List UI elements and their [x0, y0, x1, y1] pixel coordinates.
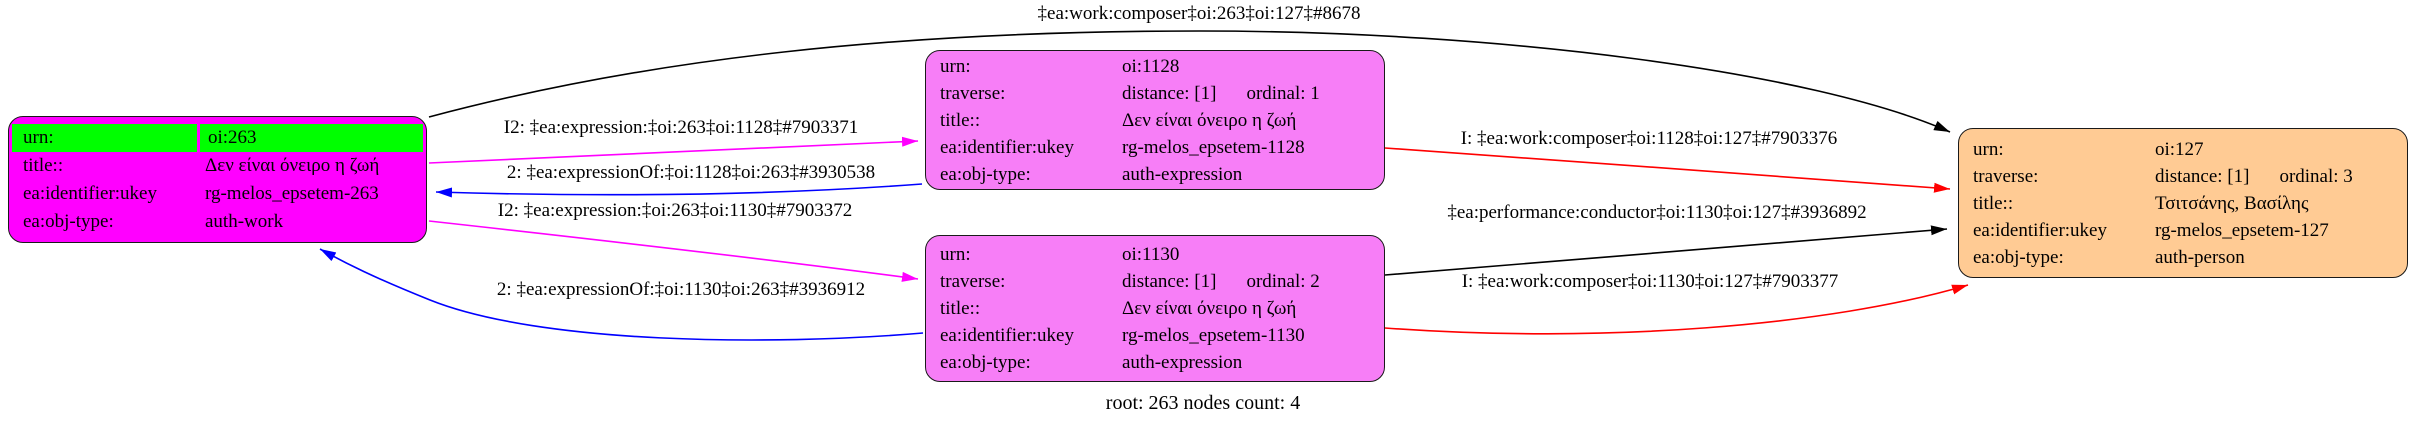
node-auth-work-263: urn: oi:263 title:: Δεν είναι όνειρο η ζ…: [8, 116, 427, 243]
row-value: oi:1128: [1122, 55, 1180, 77]
traverse-ordinal: ordinal: 1: [1246, 82, 1320, 104]
node-row-objtype: ea:obj-type: auth-person: [1959, 244, 2407, 271]
row-value: Δεν είναι όνειρο η ζωή: [1122, 298, 1297, 319]
edge-expression-263-1128: [428, 136, 919, 164]
row-label: title::: [940, 298, 981, 319]
node-auth-expression-1130: urn: oi:1130 traverse: distance: [1] ordi…: [925, 235, 1385, 382]
row-label: ea:identifier:ukey: [1973, 219, 2107, 241]
node-row-title: title:: Δεν είναι όνειρο η ζωή: [9, 152, 426, 180]
traverse-ordinal: ordinal: 2: [1246, 271, 1320, 292]
edge-composer-1128-127: [1384, 147, 1951, 193]
traverse-distance: distance: [1]: [1122, 271, 1217, 292]
row-value: rg-melos_epsetem-1130: [1122, 325, 1305, 346]
edge-label-expression-263-1128: I2: ‡ea:expression:‡oi:263‡oi:1128‡#7903…: [503, 117, 859, 138]
row-value: Τσιτσάνης, Βασίλης: [2155, 192, 2309, 214]
row-label: traverse:: [940, 271, 1006, 292]
row-label: urn:: [12, 123, 197, 152]
row-value: oi:127: [2155, 138, 2204, 160]
row-value: rg-melos_epsetem-263: [205, 182, 379, 204]
row-value: auth-work: [205, 210, 284, 232]
node-row-identifier: ea:identifier:ukey rg-melos_epsetem-1130: [926, 322, 1384, 349]
row-label: urn:: [940, 55, 971, 77]
edge-label-conductor-1130-127: ‡ea:performance:conductor‡oi:1130‡oi:127…: [1447, 202, 1867, 223]
row-label: ea:identifier:ukey: [23, 182, 157, 204]
edge-composer-1130-127: [1384, 284, 1969, 335]
edge-conductor-1130-127: [1384, 225, 1948, 276]
row-label: title::: [23, 154, 64, 176]
edge-label-expression-263-1130: I2: ‡ea:expression:‡oi:263‡oi:1130‡#7903…: [497, 200, 853, 221]
row-value: auth-expression: [1122, 352, 1243, 373]
node-row-identifier: ea:identifier:ukey rg-melos_epsetem-263: [9, 180, 426, 208]
row-label: title::: [1973, 192, 2014, 214]
edge-composer-263-127: [428, 30, 1951, 133]
row-label: title::: [940, 109, 981, 131]
edge-label-composer-1130-127: I: ‡ea:work:composer‡oi:1130‡oi:127‡#790…: [1461, 271, 1839, 292]
edge-expressionOf-1128-263: [435, 183, 923, 198]
edge-label-composer-1128-127: I: ‡ea:work:composer‡oi:1128‡oi:127‡#790…: [1460, 128, 1838, 149]
edge-expressionOf-1130-263: [319, 248, 924, 341]
edge-label-composer-263-127: ‡ea:work:composer‡oi:263‡oi:127‡#8678: [1037, 3, 1361, 24]
node-row-traverse: traverse: distance: [1] ordinal: 1: [926, 80, 1384, 107]
node-row-identifier: ea:identifier:ukey rg-melos_epsetem-1128: [926, 134, 1384, 161]
node-row-title: title:: Τσιτσάνης, Βασίλης: [1959, 190, 2407, 217]
row-label: ea:obj-type:: [940, 163, 1031, 185]
row-label: urn:: [940, 244, 971, 265]
row-value: distance: [1] ordinal: 1: [1114, 80, 1381, 107]
node-row-objtype: ea:obj-type: auth-expression: [926, 161, 1384, 188]
node-row-title: title:: Δεν είναι όνειρο η ζωή: [926, 107, 1384, 134]
node-row-traverse: traverse: distance: [1] ordinal: 3: [1959, 163, 2407, 190]
row-value: distance: [1] ordinal: 3: [2147, 163, 2404, 190]
row-label: urn:: [1973, 138, 2004, 160]
traverse-distance: distance: [1]: [2155, 165, 2250, 187]
row-value: rg-melos_epsetem-127: [2155, 219, 2329, 241]
edge-expression-263-1130: [428, 220, 919, 282]
row-value: auth-expression: [1122, 163, 1243, 185]
row-value: oi:263: [200, 123, 423, 152]
node-row-urn: urn: oi:263: [9, 123, 426, 152]
row-label: ea:obj-type:: [1973, 246, 2064, 268]
node-row-objtype: ea:obj-type: auth-expression: [926, 349, 1384, 376]
row-value: oi:1130: [1122, 244, 1180, 265]
edge-label-expressionOf-1130-263: 2: ‡ea:expressionOf:‡oi:1130‡oi:263‡#393…: [496, 279, 866, 300]
node-row-urn: urn: oi:1130: [926, 241, 1384, 268]
node-row-urn: urn: oi:127: [1959, 136, 2407, 163]
row-label: ea:identifier:ukey: [940, 136, 1074, 158]
row-value: Δεν είναι όνειρο η ζωή: [1122, 109, 1297, 131]
row-value: distance: [1] ordinal: 2: [1114, 268, 1381, 295]
traverse-distance: distance: [1]: [1122, 82, 1217, 104]
node-auth-person-127: urn: oi:127 traverse: distance: [1] ordin…: [1958, 128, 2408, 278]
row-value: auth-person: [2155, 246, 2245, 268]
row-label: ea:obj-type:: [23, 210, 114, 232]
node-auth-expression-1128: urn: oi:1128 traverse: distance: [1] ordi…: [925, 50, 1385, 190]
node-row-urn: urn: oi:1128: [926, 53, 1384, 80]
node-row-title: title:: Δεν είναι όνειρο η ζωή: [926, 295, 1384, 322]
row-value: Δεν είναι όνειρο η ζωή: [205, 154, 380, 176]
row-value: rg-melos_epsetem-1128: [1122, 136, 1305, 158]
node-row-objtype: ea:obj-type: auth-work: [9, 208, 426, 236]
traverse-ordinal: ordinal: 3: [2279, 165, 2353, 187]
row-label: traverse:: [1973, 165, 2039, 187]
row-label: ea:identifier:ukey: [940, 325, 1074, 346]
row-label: ea:obj-type:: [940, 352, 1031, 373]
node-row-traverse: traverse: distance: [1] ordinal: 2: [926, 268, 1384, 295]
node-row-identifier: ea:identifier:ukey rg-melos_epsetem-127: [1959, 217, 2407, 244]
edge-label-expressionOf-1128-263: 2: ‡ea:expressionOf:‡oi:1128‡oi:263‡#393…: [506, 162, 876, 183]
row-label: traverse:: [940, 82, 1006, 104]
graph-footer-label: root: 263 nodes count: 4: [1105, 392, 1301, 414]
